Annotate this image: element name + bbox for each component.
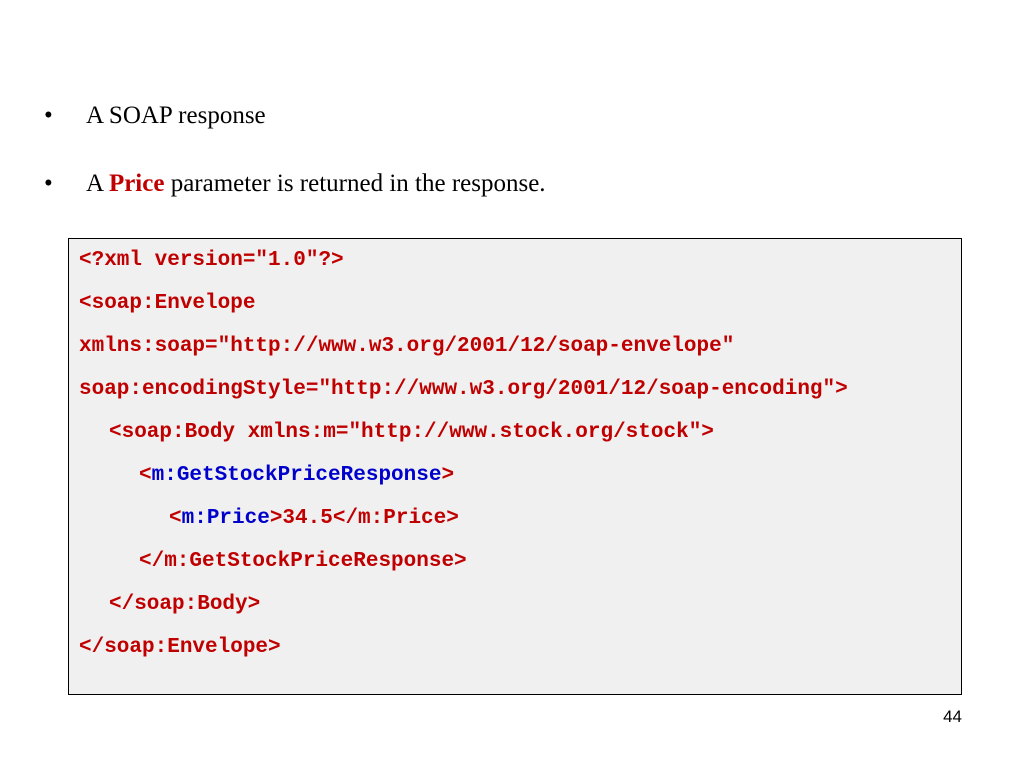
code-bracket: > (441, 464, 455, 487)
bullet-list: • A SOAP response • A Price parameter is r… (44, 98, 944, 202)
code-line-response-open: <m:GetStockPriceResponse> (79, 464, 951, 488)
bullet-text: A SOAP response (86, 102, 266, 129)
code-line-envelope-close: </soap:Envelope> (79, 636, 281, 659)
code-line-encoding-style: soap:encodingStyle="http://www.w3.org/20… (79, 378, 848, 401)
code-line-price: <m:Price>34.5</m:Price> (79, 507, 951, 531)
code-block: <?xml version="1.0"?> <soap:Envelope xml… (68, 238, 962, 695)
bullet-icon: • (44, 102, 53, 129)
bullet-text-prefix: A (86, 170, 109, 197)
bullet-item: • A SOAP response (44, 98, 944, 134)
code-line-body-open: <soap:Body xmlns:m="http://www.stock.org… (109, 421, 714, 444)
code-bracket: < (169, 507, 182, 530)
code-line-response-close: </m:GetStockPriceResponse> (139, 550, 467, 573)
keyword-price: Price (108, 170, 165, 197)
code-bracket: < (139, 464, 152, 487)
code-line-body-close: </soap:Body> (109, 593, 261, 616)
code-line-xml-declaration: <?xml version="1.0"?> (79, 249, 344, 272)
code-tag-highlight: m:Price (181, 507, 270, 530)
code-line-envelope-open: <soap:Envelope (79, 292, 256, 315)
bullet-text-suffix: parameter is returned in the response. (164, 170, 546, 197)
code-price-value: >34.5</m:Price> (269, 507, 459, 530)
bullet-icon: • (44, 170, 53, 197)
code-line-xmlns-soap: xmlns:soap="http://www.w3.org/2001/12/so… (79, 335, 735, 358)
bullet-item: • A Price parameter is returned in the re… (44, 166, 944, 202)
page-number: 44 (943, 707, 962, 726)
code-tag-highlight: m:GetStockPriceResponse (151, 464, 442, 487)
